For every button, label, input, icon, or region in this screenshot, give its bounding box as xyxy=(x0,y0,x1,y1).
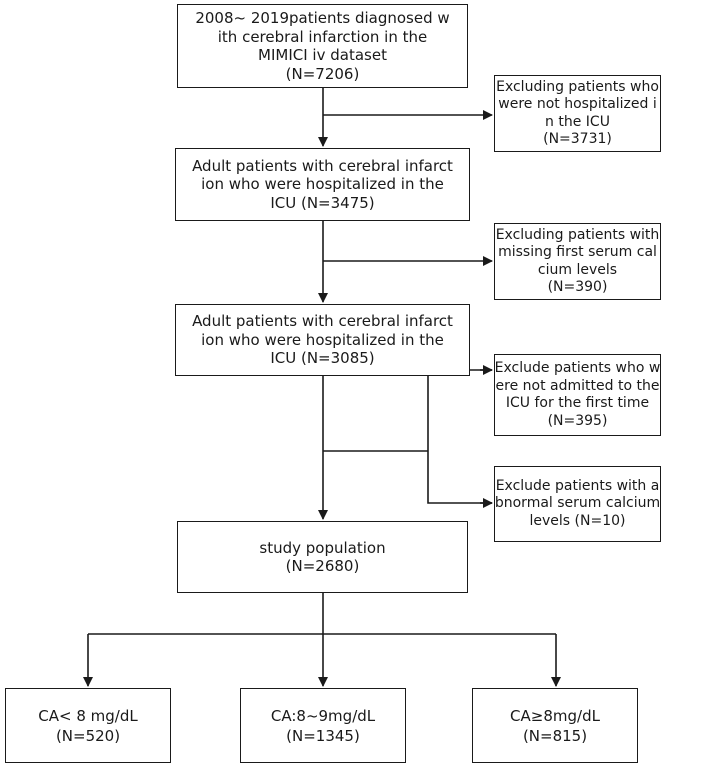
box-group-mid: CA:8~9mg/dL (N=1345) xyxy=(240,688,406,763)
box-group-high-line-1: CA≥8mg/dL xyxy=(510,706,600,725)
box-adult-icu-2-line-3: ICU (N=3085) xyxy=(270,349,375,368)
box-exclude-missing-calcium-line-3: cium levels xyxy=(537,261,618,278)
box-group-high-line-2: (N=815) xyxy=(522,726,588,745)
box-adult-icu-1-line-3: ICU (N=3475) xyxy=(270,193,375,212)
box-exclude-abnormal-calcium-line-3: levels (N=10) xyxy=(529,512,626,529)
box-exclude-missing-calcium-line-4: (N=390) xyxy=(547,279,608,295)
box-adult-icu-1-line-2: ion who were hospitalized in the xyxy=(201,175,444,194)
box-group-low: CA< 8 mg/dL (N=520) xyxy=(5,688,171,763)
box-group-mid-line-1: CA:8~9mg/dL xyxy=(270,706,376,725)
box-exclude-not-icu-line-2: were not hospitalized i xyxy=(498,96,657,112)
box-adult-icu-2-line-1: Adult patients with cerebral infarct xyxy=(192,312,453,331)
box-adult-icu-2-line-2: ion who were hospitalized in the xyxy=(201,330,444,349)
box-exclude-abnormal-calcium-line-2: bnormal serum calcium xyxy=(494,495,661,512)
box-start: 2008~ 2019patients diagnosed w ith cereb… xyxy=(177,4,468,88)
box-exclude-not-first-icu-line-3: ICU for the first time xyxy=(505,395,650,411)
box-start-line-3: MIMICI iv dataset xyxy=(258,46,387,64)
box-start-line-2: ith cerebral infarction in the xyxy=(217,27,428,46)
box-study-population: study population (N=2680) xyxy=(177,521,468,593)
box-study-population-line-1: study population xyxy=(259,538,386,557)
box-exclude-not-first-icu: Exclude patients who w ere not admitted … xyxy=(494,354,661,436)
box-exclude-missing-calcium: Excluding patients with missing first se… xyxy=(494,223,661,300)
box-exclude-not-icu-line-3: n the ICU xyxy=(545,113,610,130)
box-exclude-missing-calcium-line-1: Excluding patients with xyxy=(495,226,660,243)
box-exclude-abnormal-calcium-line-1: Exclude patients with a xyxy=(495,477,660,494)
box-adult-icu-2: Adult patients with cerebral infarct ion… xyxy=(175,304,470,376)
box-exclude-abnormal-calcium: Exclude patients with a bnormal serum ca… xyxy=(494,466,661,542)
box-exclude-not-icu: Excluding patients who were not hospital… xyxy=(494,75,661,152)
box-start-line-1: 2008~ 2019patients diagnosed w xyxy=(195,9,450,27)
box-exclude-not-first-icu-line-1: Exclude patients who w xyxy=(494,360,661,376)
box-exclude-not-icu-line-1: Excluding patients who xyxy=(496,78,659,95)
exclusion-bracket xyxy=(323,369,492,504)
box-group-low-line-1: CA< 8 mg/dL xyxy=(38,706,138,725)
box-exclude-not-first-icu-line-4: (N=395) xyxy=(547,412,608,429)
box-start-line-4: (N=7206) xyxy=(285,64,360,83)
box-group-mid-line-2: (N=1345) xyxy=(286,726,360,745)
box-exclude-not-icu-line-4: (N=3731) xyxy=(543,131,612,147)
box-exclude-not-first-icu-line-2: ere not admitted to the xyxy=(495,377,660,394)
box-study-population-line-2: (N=2680) xyxy=(285,557,360,575)
box-group-low-line-2: (N=520) xyxy=(55,726,121,745)
box-group-high: CA≥8mg/dL (N=815) xyxy=(472,688,638,763)
box-exclude-missing-calcium-line-2: missing first serum cal xyxy=(498,244,657,260)
box-adult-icu-1-line-1: Adult patients with cerebral infarct xyxy=(192,156,453,175)
box-adult-icu-1: Adult patients with cerebral infarct ion… xyxy=(175,148,470,221)
